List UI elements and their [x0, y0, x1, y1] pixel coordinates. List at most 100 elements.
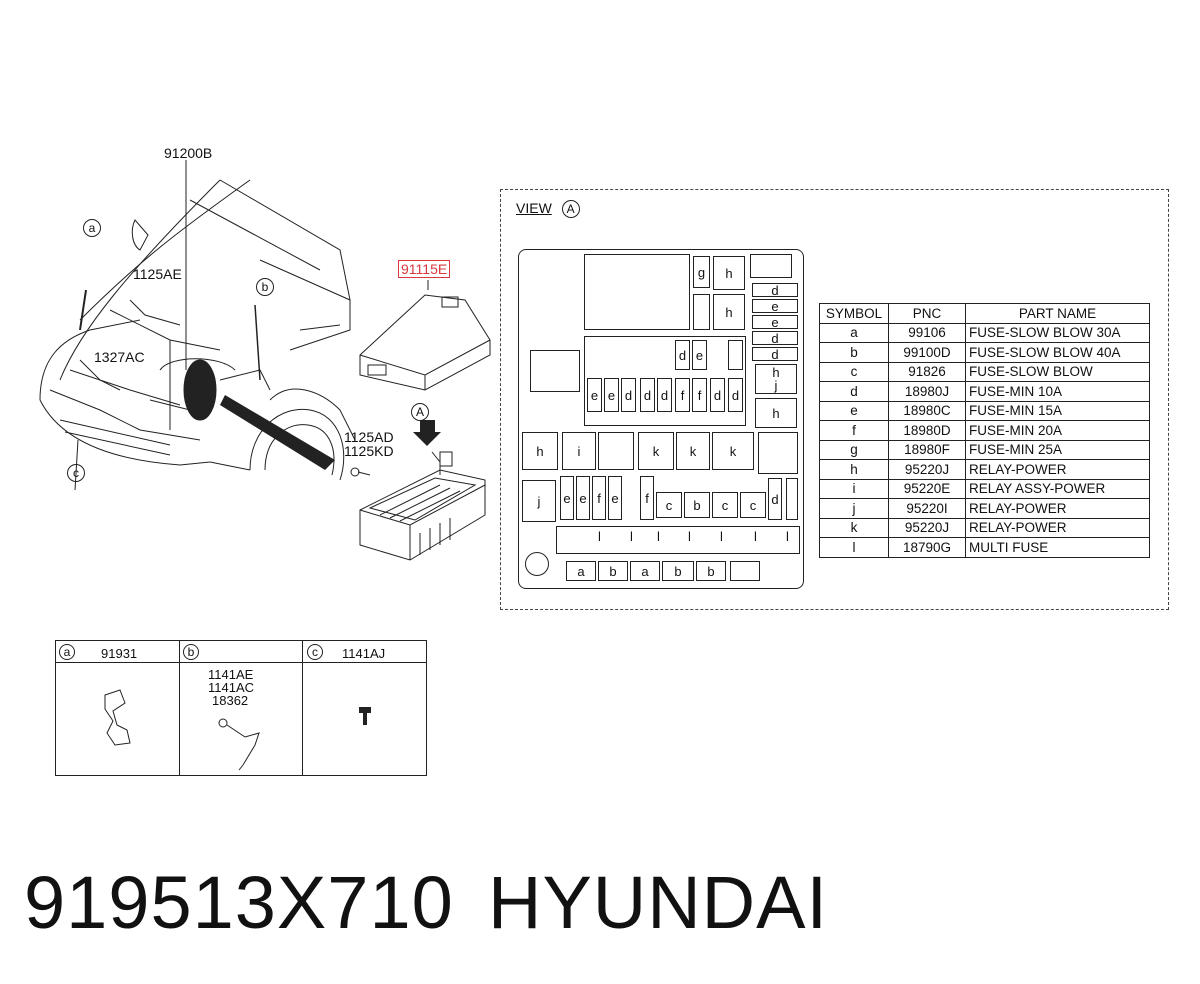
cell-symbol: e — [819, 400, 889, 421]
relay-slot-j: j — [522, 480, 556, 522]
cell-part-name: FUSE-MIN 20A — [965, 420, 1150, 441]
detail-b-pnc-1: 1141AE — [208, 667, 254, 682]
fuse-slot-blank-1 — [693, 294, 710, 330]
relay-slot-h-3: h — [755, 398, 797, 428]
cell-symbol: c — [819, 361, 889, 382]
multi-fuse-l-6: l — [754, 529, 757, 544]
fuse-slot-e-m1: e — [587, 378, 602, 412]
relay-slot-h-j: h j — [755, 364, 797, 394]
cell-pnc: 95220E — [888, 478, 966, 499]
fuse-slot-b-1: b — [598, 561, 628, 581]
cell-symbol: k — [819, 517, 889, 538]
fuse-slot-d-m5: d — [728, 378, 743, 412]
fuse-slot-e-r1: e — [752, 299, 798, 314]
relay-slot-k-2: k — [676, 432, 710, 470]
label-screw-1125ad: 1125AD — [344, 429, 394, 445]
header-part-name: PART NAME — [965, 303, 1150, 324]
fuse-slot-d-r2: d — [752, 331, 798, 346]
cell-part-name: FUSE-SLOW BLOW 40A — [965, 342, 1150, 363]
view-title: VIEW A — [516, 200, 580, 218]
cell-symbol: b — [819, 342, 889, 363]
engine-bay-illustration — [39, 160, 356, 491]
relay-slot-h-2: h — [713, 294, 745, 330]
multi-fuse-row — [556, 526, 800, 554]
fuse-round-terminal — [525, 552, 549, 576]
detail-c-pnc: 1141AJ — [342, 646, 386, 661]
fuse-slot-blank-c2 — [728, 340, 743, 370]
fuse-slot-f-b1: f — [592, 476, 606, 520]
cell-part-name: FUSE-MIN 25A — [965, 439, 1150, 460]
cell-part-name: FUSE-SLOW BLOW 30A — [965, 322, 1150, 343]
cell-symbol: j — [819, 498, 889, 519]
view-label: VIEW — [516, 200, 552, 216]
fuse-slot-e-b2: e — [576, 476, 590, 520]
label-nut-1327ac: 1327AC — [94, 349, 145, 365]
relay-slot-h-j-h: h — [772, 365, 780, 380]
relay-slot-h-4: h — [522, 432, 558, 470]
fuse-slot-e-b3: e — [608, 476, 622, 520]
cell-pnc: 91826 — [888, 361, 966, 382]
callout-b-marker: b — [256, 278, 274, 296]
relay-slot-h-1: h — [713, 256, 745, 290]
relay-slot-i: i — [562, 432, 596, 470]
fuse-box-outline — [518, 249, 804, 589]
label-harness-main: 91200B — [164, 145, 213, 161]
cell-pnc: 95220J — [888, 517, 966, 538]
cell-pnc: 18980J — [888, 381, 966, 402]
cell-part-name: RELAY-POWER — [965, 517, 1150, 538]
label-screw-1125kd: 1125KD — [344, 443, 394, 459]
relay-slot-k-3: k — [712, 432, 754, 470]
fuse-block-left — [530, 350, 580, 392]
cell-pnc: 95220J — [888, 459, 966, 480]
detail-b-pnc-3: 18362 — [212, 693, 249, 708]
fuse-slot-b-2: b — [662, 561, 694, 581]
fuse-block-top-right — [750, 254, 792, 278]
fuse-slot-d-c1: d — [675, 340, 690, 370]
view-a-panel — [500, 189, 1169, 610]
cell-part-name: MULTI FUSE — [965, 537, 1150, 558]
fuse-slot-d-m1: d — [621, 378, 636, 412]
relay-slot-blank-2 — [758, 432, 798, 474]
multi-fuse-l-7: l — [786, 529, 789, 544]
view-marker: A — [561, 200, 580, 218]
cell-pnc: 18980D — [888, 420, 966, 441]
cell-part-name: FUSE-MIN 10A — [965, 381, 1150, 402]
multi-fuse-l-5: l — [720, 529, 723, 544]
cell-part-name: FUSE-MIN 15A — [965, 400, 1150, 421]
fuse-block-top — [584, 254, 690, 330]
view-a-arrow-marker: A — [411, 403, 429, 421]
fuse-slot-e-b1: e — [560, 476, 574, 520]
multi-fuse-l-2: l — [630, 529, 633, 544]
header-pnc: PNC — [888, 303, 966, 324]
fuse-slot-e-r2: e — [752, 315, 798, 330]
fuse-slot-e-c1: e — [692, 340, 707, 370]
cell-pnc: 99106 — [888, 322, 966, 343]
relay-slot-k-1: k — [638, 432, 674, 470]
cell-symbol: g — [819, 439, 889, 460]
relay-slot-h-j-j: j — [774, 378, 778, 393]
cell-pnc: 95220I — [888, 498, 966, 519]
fuse-slot-a-2: a — [630, 561, 660, 581]
clip-illustration — [104, 689, 131, 746]
cell-symbol: f — [819, 420, 889, 441]
parts-table-header: SYMBOL PNC PART NAME — [819, 303, 1150, 324]
detail-b-marker: b — [183, 644, 199, 660]
label-bolt-1125ae: 1125AE — [133, 266, 182, 282]
cell-symbol: h — [819, 459, 889, 480]
cell-part-name: RELAY-POWER — [965, 498, 1150, 519]
fuse-slot-a-1: a — [566, 561, 596, 581]
callout-c-marker: c — [67, 464, 85, 482]
fuse-slot-d-b1: d — [768, 478, 782, 520]
fuse-slot-f-m1: f — [675, 378, 690, 412]
callout-a-marker: a — [83, 219, 101, 237]
cell-pnc: 18980F — [888, 439, 966, 460]
fuse-slot-blank-b — [786, 478, 798, 520]
